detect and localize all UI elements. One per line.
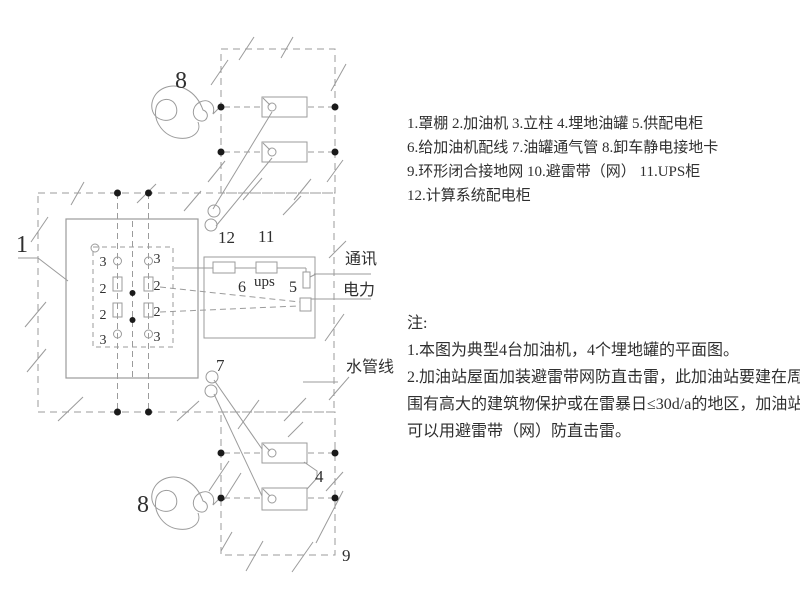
column-3-label: 3 [154, 252, 161, 267]
tank-4-leader [303, 461, 318, 490]
static-grounding-cables [151, 85, 221, 530]
tank-4-label: 4 [315, 467, 324, 486]
column-3-label: 3 [100, 333, 107, 348]
machine-room-rect [203, 256, 316, 339]
ground-ring-boundary [37, 48, 336, 556]
column-circle [113, 329, 122, 339]
legend-line: 9.环形闭合接地网 10.避雷带（网） 11.UPS柜 [407, 164, 701, 180]
power-line-label: 电力 [343, 281, 375, 299]
computer-cabinet-12-label: 12 [218, 228, 235, 247]
column-circle [113, 256, 122, 266]
dispenser-rect [112, 302, 123, 318]
column-circle [144, 329, 153, 339]
notes: 注: 1.本图为典型4台加油机，4个埋地罐的平面图。 2.加油站屋面加装避雷带网… [407, 310, 800, 445]
column-circle [144, 256, 153, 266]
tanks-top [261, 96, 308, 163]
power-cabinet-5-label: 5 [289, 279, 297, 296]
comm-line-label: 通讯 [345, 250, 377, 268]
dispenser-island [90, 243, 174, 348]
vent-pipe-line [213, 393, 263, 497]
ups-box [255, 261, 278, 274]
ups-text: ups [254, 274, 275, 290]
canopy [65, 218, 199, 379]
bottom-tank-area-rect [220, 411, 336, 556]
dispenser-2-label: 2 [100, 282, 107, 297]
dispenser-island-labels: 3 3 2 2 2 2 3 3 [100, 252, 161, 348]
dispenser-rect [143, 276, 154, 292]
dispenser-rect [143, 302, 154, 318]
dispenser-2-label: 2 [154, 305, 161, 320]
wiring-6-label: 6 [238, 279, 246, 296]
legend-line: 1.罩棚 2.加油机 3.立柱 4.埋地油罐 5.供配电柜 [407, 116, 704, 132]
dispenser-2-label: 2 [154, 279, 161, 294]
legend-line: 12.计算系统配电柜 [407, 188, 531, 204]
station-boundary-rect [37, 192, 335, 413]
water-line-label: 水管线 [346, 358, 394, 376]
vent-7-label: 7 [216, 356, 225, 375]
static-cable-top [151, 85, 221, 139]
dispenser-2-label: 2 [100, 308, 107, 323]
top-tank-area-rect [220, 48, 336, 194]
diagram-labels: 1 8 8 12 11 6 ups 5 7 4 9 通讯 电力 水管线 [16, 68, 394, 565]
tank-manhole [267, 147, 277, 157]
notes-line: 可以用避雷带（网）防直击雷。 [407, 423, 632, 440]
tank-rect [261, 141, 308, 163]
ups-cabinet-11-label: 11 [258, 227, 274, 246]
static-card-8-label: 8 [175, 68, 187, 94]
tank-manhole [267, 102, 277, 112]
vent-pipes [204, 111, 273, 497]
dispenser-rect [112, 276, 123, 292]
power-outlet-box [299, 297, 312, 312]
wiring-box-6 [212, 261, 236, 274]
canopy-rect [65, 218, 199, 379]
tank-rect [261, 96, 308, 118]
island-corner-circle [90, 243, 100, 253]
tank-rect [261, 442, 308, 464]
vent-pipe-line [215, 157, 273, 227]
legend: 1.罩棚 2.加油机 3.立柱 4.埋地油罐 5.供配电柜 6.给加油机配线 7… [407, 112, 792, 208]
notes-heading: 注: [407, 315, 428, 332]
break-marks [24, 36, 350, 573]
canopy-1-label: 1 [16, 232, 28, 258]
column-3-label: 3 [100, 255, 107, 270]
power-cabinet-5 [302, 271, 311, 289]
dispenser-feed-wires [159, 286, 301, 313]
tank-rect [261, 487, 308, 511]
ground-ring-9-label: 9 [342, 546, 351, 565]
legend-line: 6.给加油机配线 7.油罐通气管 8.卸车静电接地卡 [407, 140, 719, 156]
vent-pipe-line [212, 111, 273, 210]
notes-line: 2.加油站屋面加装避雷带网防直击雷，此加油站要建在周 [407, 369, 800, 386]
vent-pipe-line [213, 379, 263, 450]
junction-dots [114, 103, 339, 502]
notes-line: 1.本图为典型4台加油机，4个埋地罐的平面图。 [407, 342, 740, 359]
wires [174, 267, 371, 383]
notes-line: 围有高大的建筑物保护或在雷暴日≤30d/a的地区，加油站 [407, 396, 800, 413]
tanks-bottom [261, 442, 318, 511]
tank-manhole [267, 494, 277, 504]
canopy-leader [18, 257, 69, 282]
tank-manhole [267, 448, 277, 458]
static-card-8-label: 8 [137, 492, 149, 518]
column-3-label: 3 [154, 330, 161, 345]
dashed-axis-lines [117, 106, 332, 499]
static-cable-bottom [151, 476, 221, 530]
